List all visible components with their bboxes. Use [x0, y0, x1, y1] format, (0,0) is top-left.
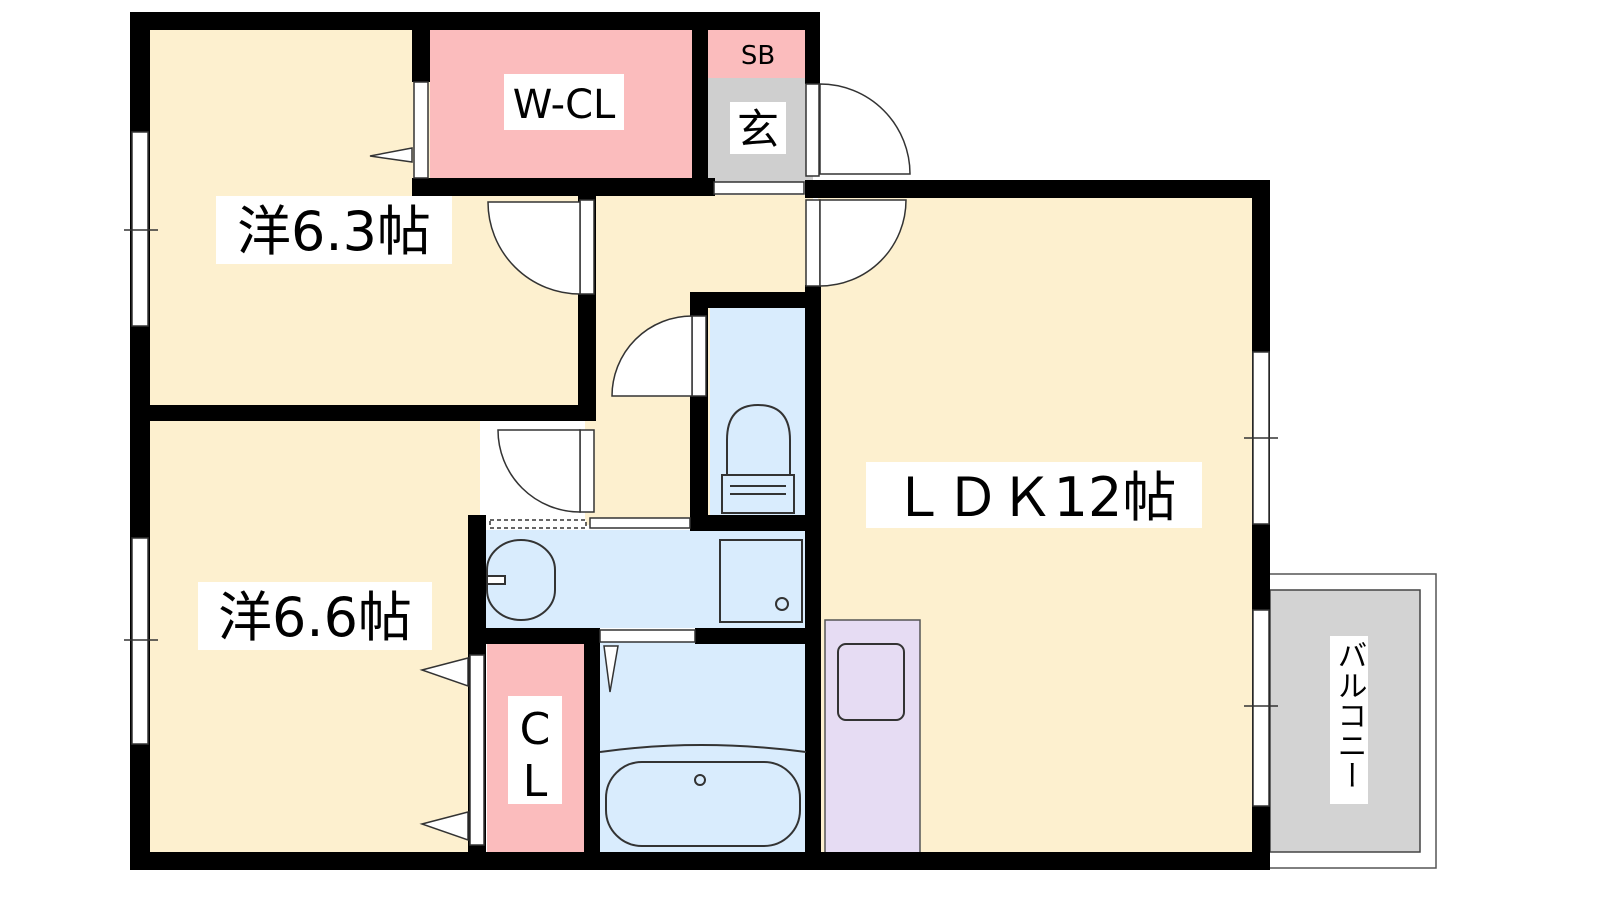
- labels: 洋6.3帖 洋6.6帖 ＬＤＫ12帖 W-CL SB 玄 C L バルコニー: [198, 41, 1368, 807]
- entrance-step: [713, 181, 805, 195]
- wall-entrance-bottom: [705, 178, 715, 196]
- washbasin-faucet: [486, 575, 506, 585]
- wall-toilet-top: [690, 292, 820, 308]
- closet-label-bg: [508, 696, 562, 804]
- kitchen-counter: [824, 619, 921, 856]
- western-room-2-label: 洋6.6帖: [218, 586, 412, 649]
- ldk-label-bg: [866, 462, 1202, 528]
- window-room2: [131, 537, 149, 745]
- room1-door-leaf: [579, 199, 595, 295]
- wall-bath-left: [584, 628, 600, 870]
- wall-bottom: [130, 852, 1270, 870]
- entrance-label-bg: [730, 102, 786, 154]
- wall-wcl-left: [412, 12, 430, 82]
- doors: [369, 81, 911, 846]
- wcl-label-bg: [504, 74, 624, 130]
- wcl-door-leaf: [413, 81, 429, 179]
- ldk-label: ＬＤＫ12帖: [892, 466, 1177, 529]
- toilet-icon: [726, 403, 791, 476]
- washing-machine-drain: [775, 597, 789, 611]
- wall-top-ldk: [805, 180, 1270, 198]
- bathroom-floor: [600, 642, 813, 860]
- wall-wcl-right: [692, 12, 708, 196]
- window-ldk-lower: [1252, 609, 1270, 807]
- bathtub-rim: [599, 744, 807, 753]
- bathroom-door: [599, 629, 696, 643]
- balcony-label: バルコニー: [1332, 640, 1367, 790]
- entrance-label: 玄: [737, 105, 779, 154]
- wall-wcl-bottom: [412, 178, 710, 196]
- wall-top-left: [130, 12, 820, 30]
- bathtub-drain: [694, 774, 706, 786]
- wall-hall-right: [805, 285, 821, 870]
- shoe-box-label: SB: [741, 41, 775, 71]
- fixtures: [486, 403, 905, 847]
- wall-entrance-right: [805, 12, 820, 84]
- western-room-1-label-bg: [216, 196, 452, 264]
- cl-door-mark-1: [419, 657, 469, 688]
- window-room1: [131, 131, 149, 327]
- closet-label-c: C: [520, 704, 551, 755]
- room1-door-swing: [487, 201, 581, 295]
- ldk-door-leaf: [805, 199, 821, 287]
- bathtub-icon: [605, 761, 801, 847]
- western-room-1-label: 洋6.3帖: [237, 200, 431, 263]
- cl-door-mark-2: [419, 811, 469, 842]
- windows: [124, 131, 1278, 807]
- washroom-sliding-door-2: [489, 519, 587, 529]
- wall-wash-bottom-left: [468, 628, 600, 644]
- wall-room1-bottom: [130, 405, 596, 421]
- balcony-label-bg: [1330, 636, 1368, 804]
- room2-door-swing: [497, 429, 581, 513]
- ldk-door-swing: [819, 199, 907, 287]
- entrance-door-swing: [819, 83, 911, 175]
- washing-machine-icon: [719, 539, 803, 623]
- wcl-door-mark: [369, 147, 413, 163]
- room2-door-leaf: [579, 429, 595, 513]
- wall-wash-top: [690, 515, 820, 531]
- stove-icon: [837, 643, 905, 721]
- toilet-door-swing: [611, 315, 693, 397]
- western-room-2-label-bg: [198, 582, 432, 650]
- wall-wash-bottom-right: [695, 628, 820, 644]
- wcl-label: W-CL: [513, 82, 616, 128]
- bath-door-mark: [603, 645, 619, 693]
- shoe-box-floor: [705, 30, 813, 78]
- toilet-door-leaf: [691, 315, 707, 397]
- closet-label-l: L: [523, 756, 548, 807]
- washroom-sliding-door: [589, 517, 691, 529]
- entrance-door-leaf: [805, 83, 820, 177]
- cl-door-leaf: [469, 654, 485, 846]
